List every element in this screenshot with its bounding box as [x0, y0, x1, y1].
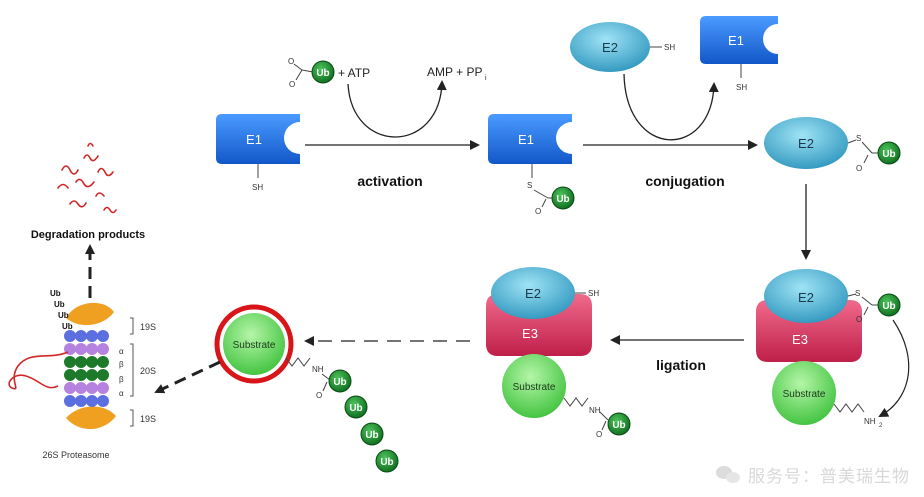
- svg-text:E2: E2: [798, 136, 814, 151]
- atp-label: + ATP: [338, 66, 370, 80]
- svg-text:O: O: [289, 80, 295, 89]
- svg-text:α: α: [119, 347, 124, 356]
- svg-text:E1: E1: [246, 132, 262, 147]
- svg-text:Ub: Ub: [365, 430, 378, 441]
- svg-text:Ub: Ub: [882, 301, 895, 312]
- svg-text:E2: E2: [798, 290, 814, 305]
- unfolding-substrate-chain: [8, 351, 69, 390]
- svg-text:Ub: Ub: [316, 68, 329, 79]
- svg-text:E1: E1: [518, 132, 534, 147]
- svg-text:Ub: Ub: [333, 377, 346, 388]
- svg-text:E2: E2: [602, 40, 618, 55]
- ub-carboxylate: O O Ub: [288, 57, 335, 89]
- svg-text:SH: SH: [736, 83, 747, 92]
- e2-ub-thioester: E2 S O Ub: [764, 117, 901, 173]
- svg-text:19S: 19S: [140, 322, 156, 332]
- svg-text:O: O: [856, 164, 862, 173]
- ub-transfer-arrow: [878, 319, 910, 417]
- svg-text:E3: E3: [792, 332, 808, 347]
- svg-text:AMP + PP: AMP + PP: [427, 65, 482, 79]
- svg-text:E2: E2: [525, 286, 541, 301]
- activation-label: activation: [357, 173, 422, 189]
- svg-text:NH: NH: [589, 406, 601, 415]
- svg-text:S: S: [527, 181, 532, 190]
- svg-text:Substrate: Substrate: [513, 382, 556, 393]
- svg-text:Ub: Ub: [556, 194, 569, 205]
- svg-text:O: O: [535, 207, 541, 216]
- e2-e3-substrate-complex: E3 E2 S O Ub Substrate NH 2: [756, 269, 901, 429]
- degradation-products-label: Degradation products: [31, 229, 145, 241]
- svg-text:Ub: Ub: [50, 289, 61, 298]
- highlight-ring: [214, 304, 294, 384]
- svg-text:Substrate: Substrate: [233, 340, 276, 351]
- svg-text:β: β: [119, 375, 124, 384]
- svg-text:E1: E1: [728, 33, 744, 48]
- peptide-fragments: [57, 142, 117, 214]
- conjugation-label: conjugation: [645, 173, 724, 189]
- proteasome-label: 26S Proteasome: [42, 450, 109, 460]
- e1-ub-thioester: E1 S O Ub: [488, 114, 575, 216]
- svg-text:Ub: Ub: [58, 311, 69, 320]
- polyubiquitinated-substrate: Substrate NH O Ub Ub Ub Ub: [214, 304, 399, 473]
- svg-text:Ub: Ub: [380, 457, 393, 468]
- proteasome-ub-tags: Ub Ub Ub Ub: [50, 289, 73, 331]
- svg-text:S: S: [856, 134, 861, 143]
- e1-enzyme-released: E1 SH: [700, 16, 778, 92]
- ligation-label: ligation: [656, 357, 706, 373]
- svg-text:O: O: [856, 315, 862, 324]
- svg-text:NH: NH: [312, 365, 324, 374]
- svg-text:SH: SH: [588, 289, 599, 298]
- svg-text:Ub: Ub: [882, 149, 895, 160]
- svg-text:α: α: [119, 389, 124, 398]
- svg-text:β: β: [119, 360, 124, 369]
- svg-text:NH: NH: [864, 417, 876, 426]
- wechat-icon: [716, 465, 742, 485]
- e2-e3-ub-substrate-complex: E3 E2 SH Substrate NH O Ub: [486, 267, 631, 439]
- svg-text:i: i: [485, 75, 487, 82]
- svg-text:E3: E3: [522, 326, 538, 341]
- e2-exchange-arrow: [623, 73, 719, 141]
- svg-text:Substrate: Substrate: [783, 389, 826, 400]
- e2-enzyme-free: E2 SH: [570, 22, 675, 72]
- to-proteasome-arrow: [154, 360, 221, 394]
- svg-text:O: O: [288, 57, 294, 66]
- svg-text:2: 2: [879, 423, 883, 429]
- svg-text:Ub: Ub: [612, 420, 625, 431]
- svg-text:19S: 19S: [140, 414, 156, 424]
- svg-text:Ub: Ub: [54, 300, 65, 309]
- ub-sphere: Ub: [311, 60, 335, 84]
- core-particle-rings: [64, 330, 109, 407]
- amp-ppi-label: AMP + PP i: [427, 65, 487, 82]
- svg-text:SH: SH: [664, 43, 675, 52]
- svg-text:O: O: [316, 391, 322, 400]
- proteasome-26s: Ub Ub Ub Ub 19S 20S 19S α β β α 26S Prot…: [8, 289, 156, 460]
- svg-text:Ub: Ub: [349, 403, 362, 414]
- atp-consumption-arrow: [347, 80, 447, 138]
- e1-enzyme: E1 SH: [216, 114, 300, 192]
- svg-text:SH: SH: [252, 183, 263, 192]
- watermark-text: 服务号：普美瑞生物: [748, 467, 910, 486]
- watermark: 服务号：普美瑞生物: [716, 462, 910, 487]
- svg-text:Ub: Ub: [62, 322, 73, 331]
- svg-text:O: O: [596, 430, 602, 439]
- svg-text:20S: 20S: [140, 366, 156, 376]
- svg-text:S: S: [855, 289, 860, 298]
